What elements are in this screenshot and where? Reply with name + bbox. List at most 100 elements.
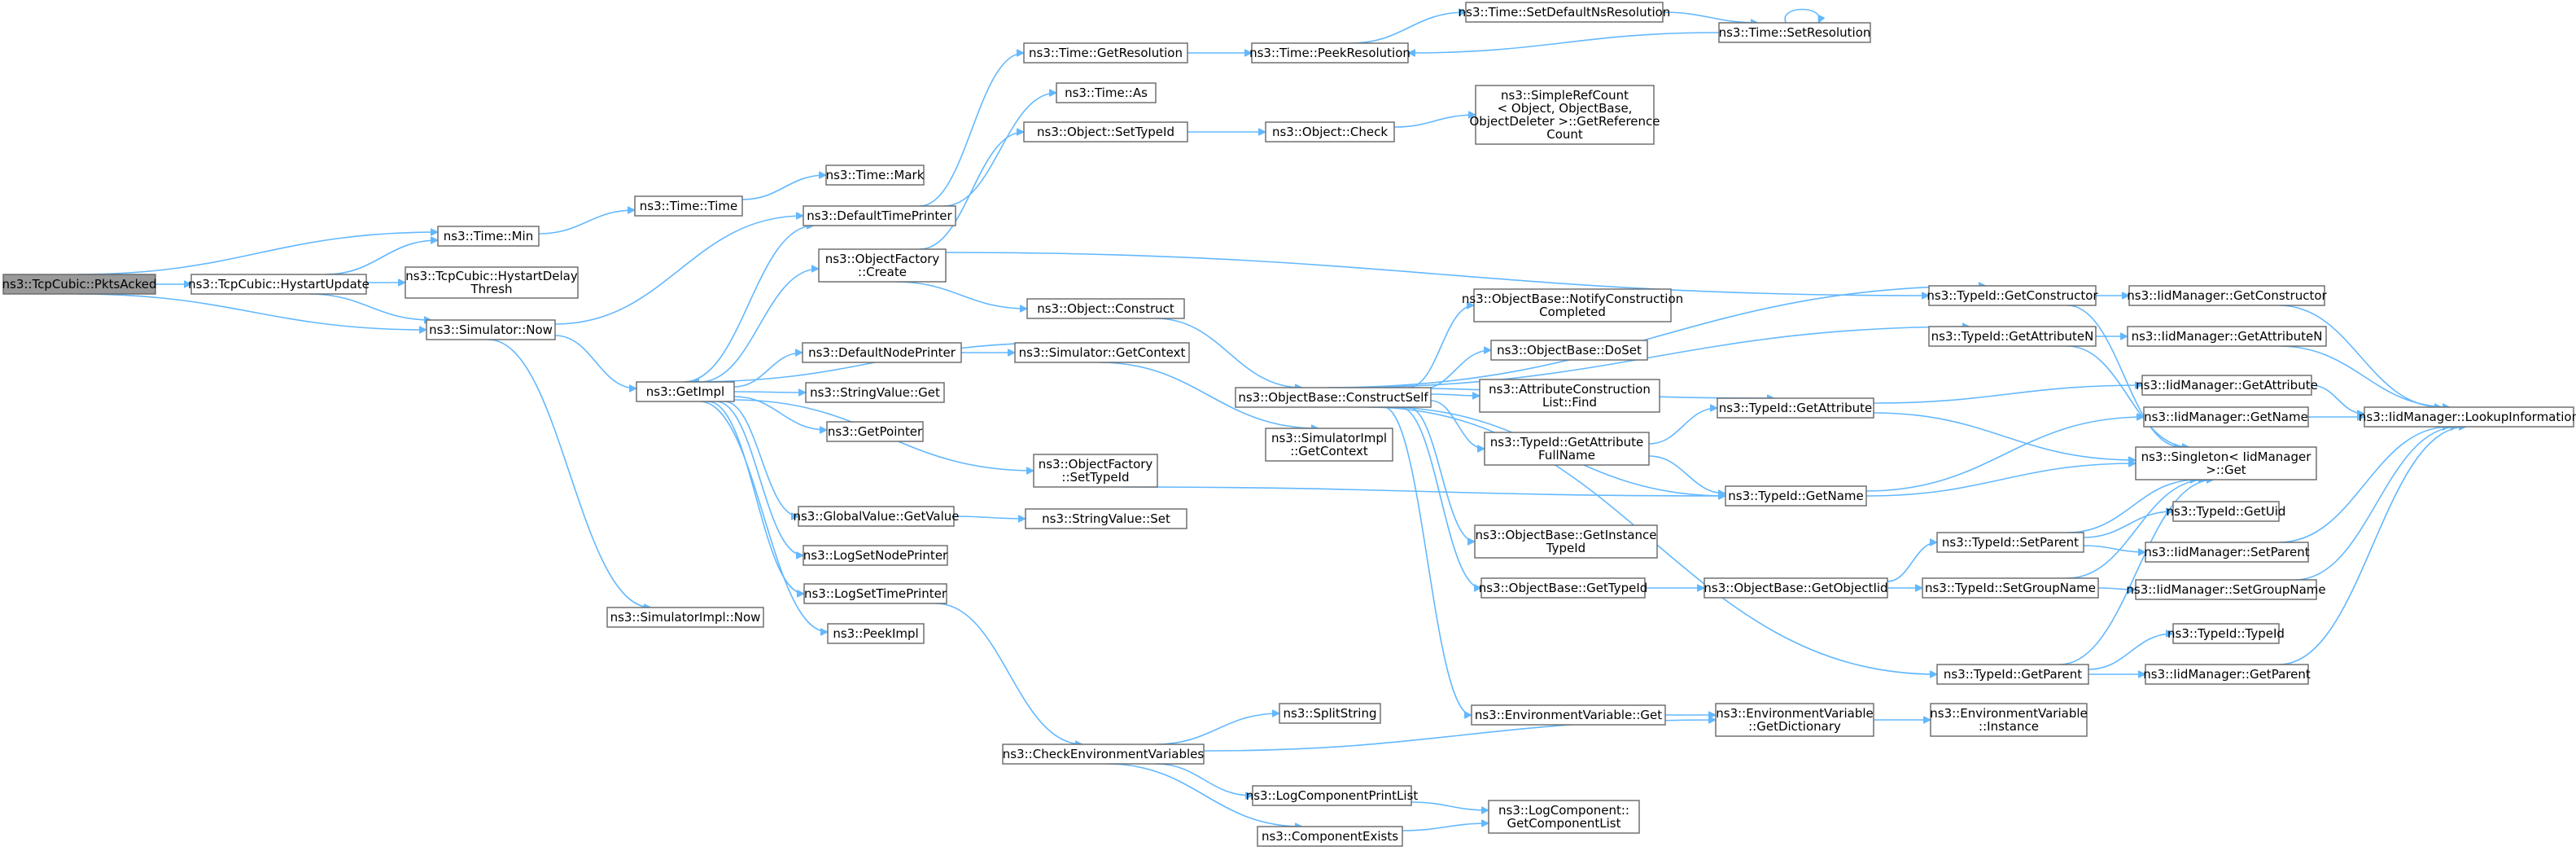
node-dnp[interactable]: ns3::DefaultNodePrinter: [802, 342, 962, 363]
node-lcpl[interactable]: ns3::LogComponentPrintList: [1246, 785, 1419, 806]
edge-compexists-to-getcompl: [1402, 823, 1489, 831]
node-svget[interactable]: ns3::StringValue::Get: [805, 382, 945, 403]
node-label: ns3::ObjectBase::GetTypeId: [1479, 581, 1648, 595]
node-label: ns3::TypeId::GetConstructor: [1927, 288, 2098, 303]
node-pkts[interactable]: ns3::TcpCubic::PktsAcked: [2, 274, 157, 295]
node-label: ns3::LogComponent::: [1498, 803, 1629, 818]
node-notifycc[interactable]: ns3::ObjectBase::NotifyConstructionCompl…: [1462, 288, 1683, 322]
node-constructself[interactable]: ns3::ObjectBase::ConstructSelf: [1235, 387, 1432, 408]
node-setres[interactable]: ns3::Time::SetResolution: [1718, 22, 1871, 43]
node-label: ns3::TcpCubic::HystartUpdate: [188, 277, 370, 292]
node-imsetgroup[interactable]: ns3::IidManager::SetGroupName: [2126, 579, 2326, 600]
node-box: [803, 205, 956, 226]
node-ttypeid[interactable]: ns3::TypeId::TypeId: [2167, 623, 2285, 644]
node-ofcreate[interactable]: ns3::ObjectFactory::Create: [818, 248, 947, 283]
node-tgetattr[interactable]: ns3::TypeId::GetAttribute: [1717, 397, 1874, 419]
node-peekres[interactable]: ns3::Time::PeekResolution: [1249, 42, 1410, 64]
node-label: ns3::StringValue::Get: [810, 385, 940, 400]
node-simimplctx[interactable]: ns3::SimulatorImpl::GetContext: [1265, 428, 1393, 462]
node-imgetattrn[interactable]: ns3::IidManager::GetAttributeN: [2127, 326, 2327, 347]
node-objsettypeid[interactable]: ns3::Object::SetTypeId: [1023, 121, 1188, 143]
node-label: ns3::IidManager::GetParent: [2143, 667, 2311, 682]
edge-getimpl-to-ofcreate: [699, 269, 819, 383]
node-label: ::GetDictionary: [1748, 719, 1841, 734]
node-label: ns3::TcpCubic::PktsAcked: [2, 277, 157, 292]
node-now[interactable]: ns3::Simulator::Now: [426, 319, 556, 340]
node-checkenv[interactable]: ns3::CheckEnvironmentVariables: [1002, 744, 1205, 765]
node-imgetname[interactable]: ns3::IidManager::GetName: [2143, 406, 2309, 428]
node-objconstruct[interactable]: ns3::Object::Construct: [1026, 298, 1185, 319]
node-box: [1488, 800, 1640, 834]
node-gvget[interactable]: ns3::GlobalValue::GetValue: [793, 506, 960, 527]
node-ttime[interactable]: ns3::Time::Time: [634, 195, 743, 217]
node-getcompl[interactable]: ns3::LogComponent::GetComponentList: [1488, 800, 1640, 834]
node-label: ns3::Simulator::GetContext: [1019, 345, 1186, 360]
node-box: [1936, 664, 2089, 685]
node-label: List::Find: [1542, 395, 1597, 410]
node-setdefres[interactable]: ns3::Time::SetDefaultNsResolution: [1459, 2, 1671, 23]
node-getres[interactable]: ns3::Time::GetResolution: [1023, 42, 1188, 64]
node-tgetparent[interactable]: ns3::TypeId::GetParent: [1936, 664, 2089, 685]
node-envinst[interactable]: ns3::EnvironmentVariable::Instance: [1930, 703, 2088, 737]
node-label: ns3::Singleton< IidManager: [2141, 450, 2312, 464]
node-tsetgroup[interactable]: ns3::TypeId::SetGroupName: [1922, 577, 2099, 599]
node-lsnp[interactable]: ns3::LogSetNodePrinter: [803, 545, 948, 566]
node-getimpl[interactable]: ns3::GetImpl: [636, 381, 735, 402]
node-splitstring[interactable]: ns3::SplitString: [1279, 703, 1381, 724]
node-mark[interactable]: ns3::Time::Mark: [825, 164, 925, 186]
node-imgetattr[interactable]: ns3::IidManager::GetAttribute: [2136, 375, 2318, 396]
node-obgettypeid[interactable]: ns3::ObjectBase::GetTypeId: [1479, 577, 1648, 599]
node-simgetctx[interactable]: ns3::Simulator::GetContext: [1014, 342, 1190, 363]
node-box: [1235, 387, 1432, 408]
node-svset[interactable]: ns3::StringValue::Set: [1025, 508, 1187, 529]
node-simimplnow[interactable]: ns3::SimulatorImpl::Now: [606, 607, 764, 628]
edge-ofcreate-to-objconstruct: [894, 281, 1027, 309]
node-box: [2127, 326, 2327, 347]
node-timeas[interactable]: ns3::Time::As: [1056, 82, 1157, 103]
node-box: [803, 545, 948, 566]
node-getobjtid[interactable]: ns3::ObjectBase::GetObjectIid: [1703, 577, 1888, 599]
node-imgetparent[interactable]: ns3::IidManager::GetParent: [2143, 664, 2311, 685]
node-envget[interactable]: ns3::EnvironmentVariable::Get: [1471, 704, 1666, 726]
node-dtp[interactable]: ns3::DefaultTimePrinter: [803, 205, 956, 226]
node-tgetuid[interactable]: ns3::TypeId::GetUid: [2167, 501, 2286, 522]
node-ofsettypeid[interactable]: ns3::ObjectFactory::SetTypeId: [1033, 454, 1158, 488]
edge-simgetctx-to-simimplctx: [1098, 362, 1319, 428]
edge-constructself-to-tgetattrn: [1334, 327, 1970, 388]
node-imgetctor[interactable]: ns3::IidManager::GetConstructor: [2127, 285, 2328, 306]
node-tgetattrn[interactable]: ns3::TypeId::GetAttributeN: [1928, 326, 2097, 347]
node-label: ns3::LogSetNodePrinter: [803, 548, 948, 563]
node-imsetparent[interactable]: ns3::IidManager::SetParent: [2144, 542, 2310, 563]
node-min[interactable]: ns3::Time::Min: [437, 226, 540, 247]
edge-getimpl-to-lsnp: [715, 401, 804, 555]
node-getpointer[interactable]: ns3::GetPointer: [826, 421, 924, 442]
node-envdict[interactable]: ns3::EnvironmentVariable::GetDictionary: [1715, 703, 1874, 737]
node-tsetparent[interactable]: ns3::TypeId::SetParent: [1936, 532, 2084, 553]
node-peekimpl[interactable]: ns3::PeekImpl: [827, 623, 925, 644]
node-lookup[interactable]: ns3::IidManager::LookupInformation: [2359, 406, 2576, 428]
node-doset[interactable]: ns3::ObjectBase::DoSet: [1490, 340, 1648, 361]
edge-constructself-to-obgettypeid: [1399, 406, 1482, 588]
node-compexists[interactable]: ns3::ComponentExists: [1257, 826, 1403, 847]
node-box: [1703, 577, 1888, 599]
node-singleton[interactable]: ns3::Singleton< IidManager>::Get: [2135, 446, 2317, 480]
edge-objcheck-to-refcount: [1393, 115, 1476, 128]
node-box: [803, 583, 947, 604]
node-refcount[interactable]: ns3::SimpleRefCount< Object, ObjectBase,…: [1469, 85, 1660, 145]
edge-getattrfull-to-tgetattr: [1648, 408, 1717, 445]
node-objcheck[interactable]: ns3::Object::Check: [1265, 121, 1395, 143]
edge-pkts-to-min: [77, 232, 438, 275]
node-tgetctor[interactable]: ns3::TypeId::GetConstructor: [1927, 285, 2098, 306]
node-hyst[interactable]: ns3::TcpCubic::HystartUpdate: [188, 274, 370, 295]
node-label: ns3::ObjectFactory: [1039, 457, 1153, 472]
node-tgetname[interactable]: ns3::TypeId::GetName: [1725, 485, 1867, 507]
edge-setres-to-setres: [1784, 8, 1819, 24]
node-box: [1715, 703, 1874, 737]
edge-lcpl-to-getcompl: [1410, 801, 1489, 810]
node-lstp[interactable]: ns3::LogSetTimePrinter: [803, 583, 947, 604]
node-box: [1717, 397, 1874, 419]
